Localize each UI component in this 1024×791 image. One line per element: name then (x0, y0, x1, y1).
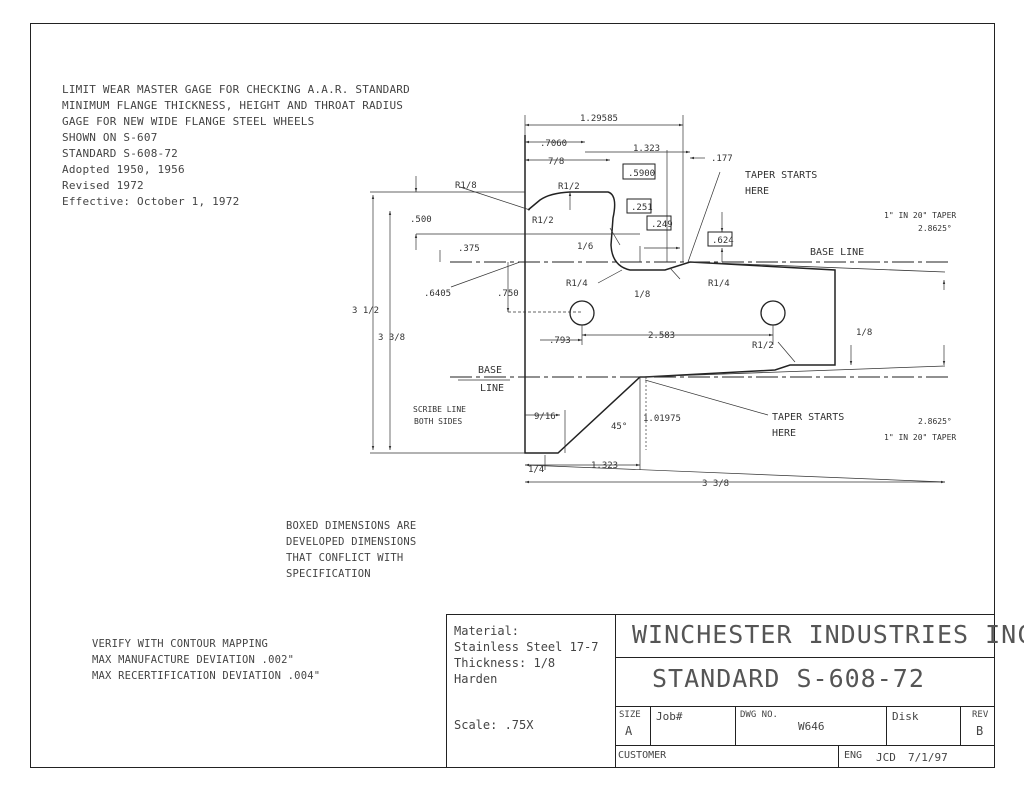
locating-hole-left (569, 300, 595, 326)
dim-label: 3 1/2 (352, 306, 379, 316)
dim-label: R1/8 (455, 181, 477, 191)
dim-label: 3 3/8 (378, 333, 405, 343)
divider (615, 657, 995, 658)
divider (886, 706, 887, 745)
size-value: A (625, 724, 633, 738)
title-block-main (615, 614, 995, 768)
harden: Harden (454, 672, 498, 686)
note-line: THAT CONFLICT WITH (286, 552, 404, 564)
callout-label: BASE LINE (810, 247, 864, 258)
note-line: Effective: October 1, 1972 (62, 195, 240, 208)
dim-label: 3 3/8 (702, 479, 729, 489)
divider (650, 706, 651, 745)
material-label: Material: (454, 624, 520, 638)
dim-label: 2.8625° (918, 417, 952, 426)
dim-label: 1" IN 20" TAPER (884, 433, 956, 442)
locating-hole-right (760, 300, 786, 326)
header-notes: LIMIT WEAR MASTER GAGE FOR CHECKING A.A.… (62, 82, 410, 210)
callout-label: HERE (772, 428, 796, 439)
dim-label: 1.323 (591, 461, 618, 471)
dim-label: .624 (712, 236, 734, 246)
dim-label: 1/6 (577, 242, 593, 252)
dim-label: .500 (410, 215, 432, 225)
dim-label: 1.29585 (580, 114, 618, 124)
note-line: SPECIFICATION (286, 568, 371, 580)
dim-label: R1/4 (566, 279, 588, 289)
callout-label: BASE (478, 365, 502, 376)
dim-label: .177 (711, 154, 733, 164)
dim-label: .249 (651, 220, 673, 230)
drawing-title: STANDARD S-608-72 (652, 664, 925, 693)
gage-outline (524, 135, 836, 454)
boxed-dimensions-note: BOXED DIMENSIONS ARE DEVELOPED DIMENSION… (286, 518, 416, 582)
eng-label: ENG (844, 750, 863, 761)
note-line: MAX MANUFACTURE DEVIATION .002" (92, 654, 295, 666)
dim-label: .251 (631, 203, 653, 213)
divider (838, 745, 839, 768)
dwg-value: W646 (798, 720, 825, 733)
dim-label: 1/8 (856, 328, 872, 338)
dim-label: .375 (458, 244, 480, 254)
dim-label: .793 (549, 336, 571, 346)
callout-label: BOTH SIDES (414, 417, 462, 426)
note-line: Adopted 1950, 1956 (62, 163, 185, 176)
company-name: WINCHESTER INDUSTRIES INC. (632, 620, 1024, 649)
drawing-date: 7/1/97 (908, 751, 948, 764)
material-value: Stainless Steel 17-7 (454, 640, 599, 654)
customer-label: CUSTOMER (618, 750, 667, 761)
disk-label: Disk (892, 710, 919, 723)
note-line: BOXED DIMENSIONS ARE (286, 520, 417, 532)
divider (960, 706, 961, 745)
dim-label: 1/8 (634, 290, 650, 300)
dim-label: .6405 (424, 289, 451, 299)
dim-label: .5900 (628, 169, 655, 179)
scale: Scale: .75X (454, 718, 534, 732)
note-line: MAX RECERTIFICATION DEVIATION .004" (92, 670, 321, 682)
rev-label: REV (972, 710, 989, 720)
callout-label: HERE (745, 186, 769, 197)
note-line: VERIFY WITH CONTOUR MAPPING (92, 638, 269, 650)
callout-label: SCRIBE LINE (413, 405, 466, 414)
note-line: MINIMUM FLANGE THICKNESS, HEIGHT AND THR… (62, 99, 404, 112)
size-label: SIZE (619, 710, 641, 720)
dim-label: 1/4 (528, 465, 544, 475)
note-line: DEVELOPED DIMENSIONS (286, 536, 417, 548)
note-line: LIMIT WEAR MASTER GAGE FOR CHECKING A.A.… (62, 83, 410, 96)
dim-label: 2.8625° (918, 224, 952, 233)
dim-label: 7/8 (548, 157, 564, 167)
dim-label: 45° (611, 422, 627, 432)
dim-label: 9/16 (534, 412, 556, 422)
callout-label: LINE (480, 383, 504, 394)
note-line: SHOWN ON S-607 (62, 131, 158, 144)
rev-value: B (976, 724, 984, 738)
dim-label: R1/2 (558, 182, 580, 192)
callout-labels: TAPER STARTS HERE TAPER STARTS HERE BASE… (413, 170, 864, 439)
dim-label: R1/2 (752, 341, 774, 351)
divider (615, 745, 995, 746)
dim-label: .750 (497, 289, 519, 299)
thickness: Thickness: 1/8 (454, 656, 556, 670)
taper-line-top (689, 261, 946, 273)
dim-label: 2.583 (648, 331, 675, 341)
dim-label: 1.01975 (643, 414, 681, 424)
divider (615, 706, 995, 707)
job-label: Job# (656, 710, 683, 723)
divider (735, 706, 736, 745)
dim-label: R1/2 (532, 216, 554, 226)
dwg-label: DWG NO. (740, 710, 778, 720)
dim-label: 1.323 (633, 144, 660, 154)
verify-note: VERIFY WITH CONTOUR MAPPING MAX MANUFACT… (92, 636, 320, 684)
dim-label: R1/4 (708, 279, 730, 289)
callout-label: TAPER STARTS (745, 170, 817, 181)
dim-label: .7060 (540, 139, 567, 149)
dim-label: 1" IN 20" TAPER (884, 211, 956, 220)
callout-label: TAPER STARTS (772, 412, 844, 423)
dimension-labels: 1.29585 .7060 1.323 .177 7/8 R1/2 .5900 … (352, 114, 956, 489)
taper-line-bottom (639, 365, 946, 378)
eng-value: JCD (876, 751, 896, 764)
note-line: GAGE FOR NEW WIDE FLANGE STEEL WHEELS (62, 115, 315, 128)
note-line: Revised 1972 (62, 179, 144, 192)
note-line: STANDARD S-608-72 (62, 147, 178, 160)
